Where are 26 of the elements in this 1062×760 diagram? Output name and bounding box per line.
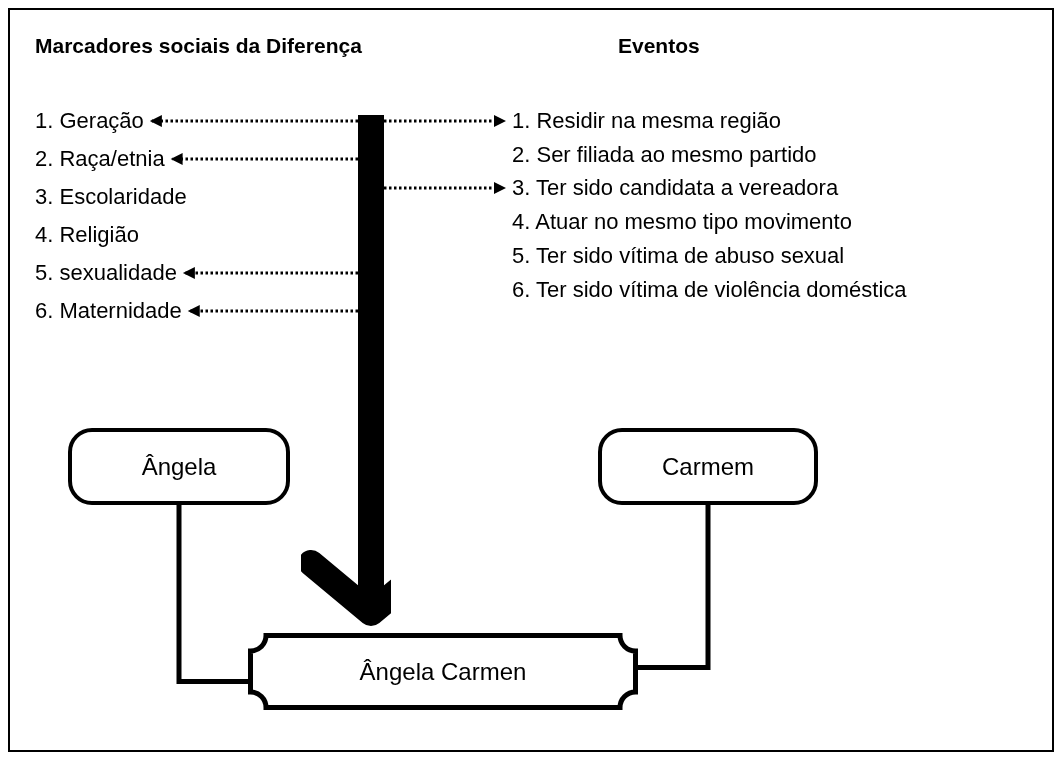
list-item: 5. Ter sido vítima de abuso sexual: [512, 242, 845, 270]
list-item: 3. Escolaridade: [35, 183, 187, 211]
list-item: 2. Ser filiada ao mesmo partido: [512, 141, 817, 169]
dotted-arrow: [187, 305, 358, 317]
rounded-box: Ângela: [68, 428, 290, 505]
arrow-shaft: [358, 115, 384, 545]
dotted-arrow: [170, 153, 358, 165]
list-item: 4. Atuar no mesmo tipo movimento: [512, 208, 852, 236]
list-item: 1. Geração: [35, 107, 144, 135]
list-item: 1. Residir na mesma região: [512, 107, 781, 135]
list-item: 3. Ter sido candidata a vereadora: [512, 174, 839, 202]
node-text: Ângela Carmen: [359, 656, 527, 687]
list-item: 6. Ter sido vítima de violência doméstica: [512, 276, 907, 304]
column-heading: Marcadores sociais da Diferença: [35, 33, 362, 59]
dotted-arrow: [182, 267, 358, 279]
connector-line: [636, 505, 711, 670]
column-heading: Eventos: [618, 33, 700, 59]
list-item: 5. sexualidade: [35, 259, 177, 287]
list-item: 6. Maternidade: [35, 297, 182, 325]
rounded-box: Carmem: [598, 428, 818, 505]
connector-line: [176, 505, 250, 684]
list-item: 2. Raça/etnia: [35, 145, 165, 173]
dotted-arrow: [384, 115, 506, 127]
dotted-arrow: [384, 182, 506, 194]
dotted-arrow: [149, 115, 358, 127]
list-item: 4. Religião: [35, 221, 139, 249]
